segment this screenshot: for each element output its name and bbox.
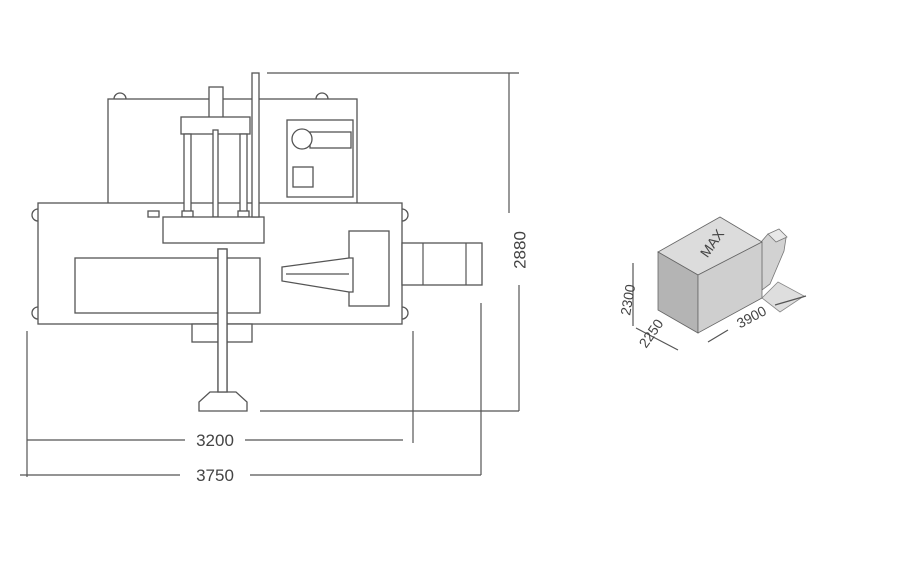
guide-column <box>183 133 192 214</box>
plan-view <box>31 72 483 412</box>
display <box>309 131 352 149</box>
length-dim-line <box>774 295 807 306</box>
lifting-lug <box>113 92 127 100</box>
support-foot <box>198 391 248 412</box>
box-side <box>697 241 763 334</box>
button <box>292 166 314 188</box>
column-nut <box>237 210 250 218</box>
column-cap <box>208 86 224 119</box>
depth-dimension-label: 2880 <box>510 231 529 269</box>
length-dim-line <box>707 329 729 343</box>
guide-column <box>212 129 219 218</box>
inner-width-dimension-label: 3200 <box>196 431 234 450</box>
support-rod-front <box>217 248 228 393</box>
lifting-lug <box>31 306 39 320</box>
base-plate <box>761 281 805 313</box>
clamp-block <box>348 230 390 307</box>
work-table <box>74 257 261 314</box>
envelope-box: MAX 2300 2250 3900 <box>617 216 807 351</box>
dimension-lines: 2880 3200 3750 <box>20 72 529 485</box>
lifting-lug <box>401 306 409 320</box>
small-indicator <box>147 210 160 218</box>
hopper-top <box>767 228 788 243</box>
lifting-lug <box>401 208 409 222</box>
motor <box>401 242 483 286</box>
height-dimension-label: 2300 <box>617 283 638 317</box>
vertical-bar <box>251 72 260 218</box>
control-knob <box>291 128 313 150</box>
column-nut <box>181 210 194 218</box>
lifting-lug <box>31 208 39 222</box>
guide-column <box>239 133 248 214</box>
overall-width-dimension-label: 3750 <box>196 466 234 485</box>
lifting-lug <box>315 92 329 100</box>
cone-tool <box>281 257 354 293</box>
depth-dim-line <box>635 327 679 351</box>
depth-box-dimension-label: 2250 <box>635 316 666 351</box>
lower-plate <box>162 216 265 244</box>
hopper <box>760 233 787 291</box>
